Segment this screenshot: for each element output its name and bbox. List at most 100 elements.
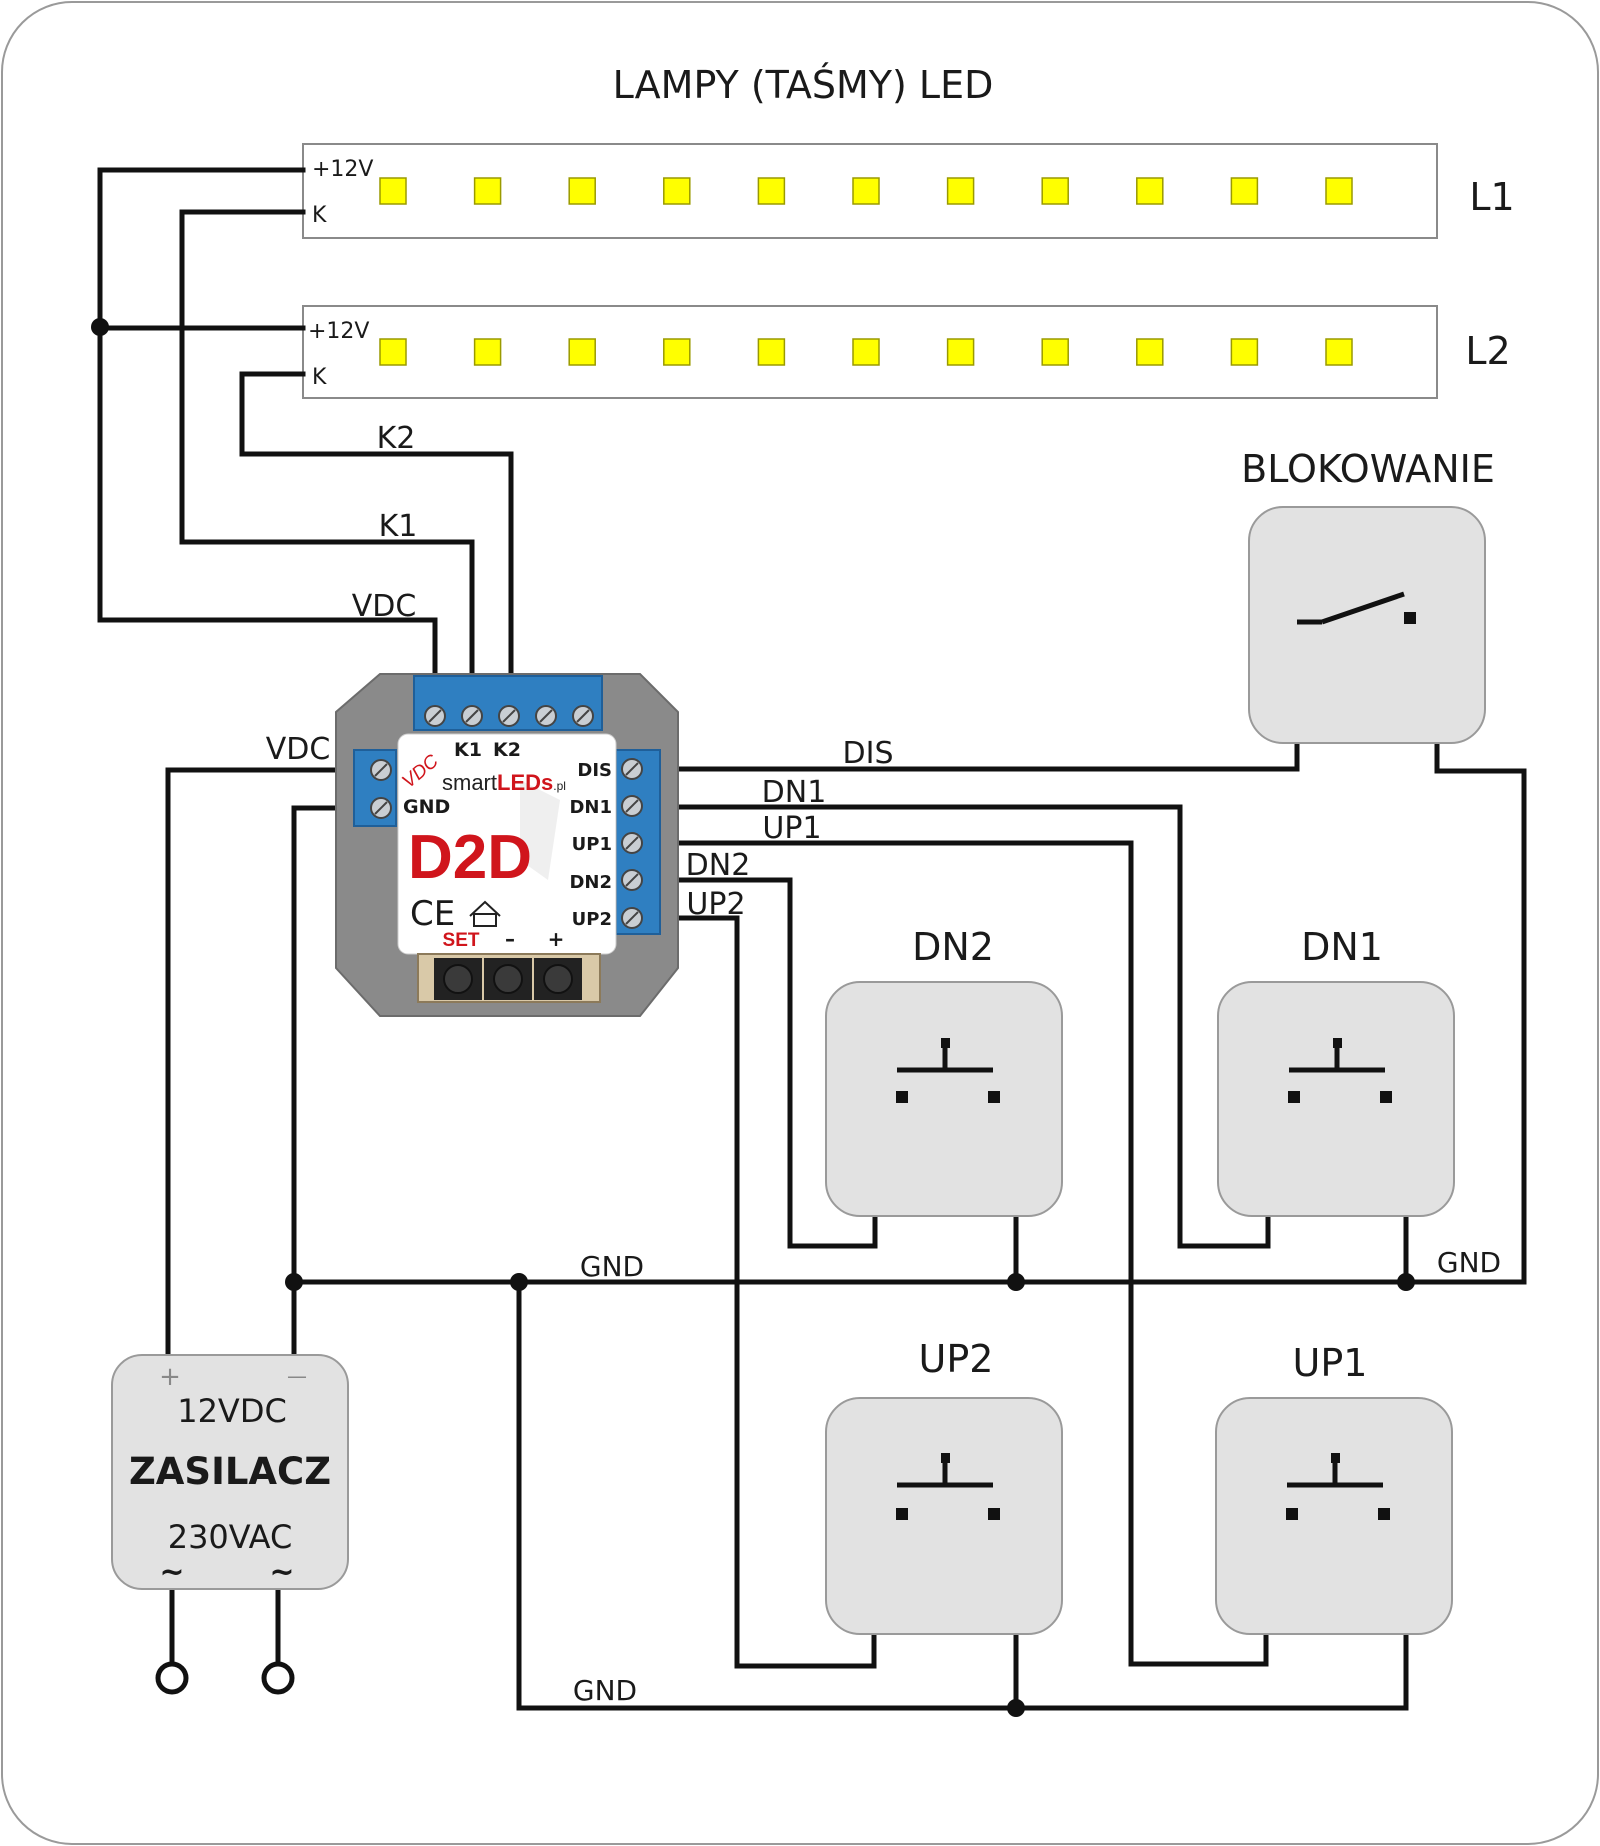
label-gnd-bottom: GND — [573, 1674, 637, 1707]
strip-l2-led — [568, 338, 596, 366]
controller-k2-label: K2 — [493, 739, 521, 761]
strip-l2-led — [1136, 338, 1164, 366]
button-up2-label: UP2 — [919, 1337, 994, 1381]
led-strip-l2: +12V K L2 — [302, 305, 1511, 399]
strip-l1-led — [946, 177, 975, 205]
psu-minus: — — [287, 1364, 307, 1388]
terminal-screw-slot — [374, 801, 388, 815]
label-dn2: DN2 — [686, 848, 751, 883]
switch-lever — [1321, 591, 1405, 625]
controller-minus-label: – — [505, 927, 515, 951]
strip-l1-led — [379, 177, 407, 205]
terminal-screw-slot — [374, 763, 388, 777]
wire-k1 — [179, 209, 475, 701]
label-gnd-mid: GND — [580, 1250, 644, 1283]
button-dn2: DN2 — [825, 925, 1063, 1217]
strip-l1-plus-label: +12V — [312, 157, 373, 182]
strip-l1-led — [1136, 177, 1164, 205]
controller-ce-mark: CE — [410, 894, 455, 934]
junction-gnd-bottom — [1007, 1699, 1025, 1717]
strip-l1-led — [1041, 177, 1069, 205]
label-dis: DIS — [843, 736, 894, 771]
terminal-screw-slot — [428, 709, 442, 723]
button-dn1: DN1 — [1217, 925, 1455, 1217]
strip-l1-led — [757, 177, 786, 205]
terminal-screw-slot — [625, 911, 639, 925]
controller-gnd-label: GND — [403, 796, 450, 818]
blocking-title: BLOKOWANIE — [1241, 447, 1495, 491]
diagram-title: LAMPY (TAŚMY) LED — [613, 63, 994, 107]
psu-plus: + — [159, 1362, 181, 1392]
plus-button[interactable] — [534, 958, 582, 1000]
label-up2: UP2 — [686, 887, 745, 922]
strip-l2-led — [1041, 338, 1069, 366]
junction-gnd-dn2 — [1007, 1273, 1025, 1291]
strip-l1-led — [663, 177, 691, 205]
button-up2: UP2 — [825, 1337, 1063, 1635]
label-vdc-left: VDC — [266, 732, 331, 767]
controller-brand: smartLEDs.pl — [442, 770, 566, 795]
ac-terminal-1 — [155, 1661, 189, 1695]
button-dn2-label: DN2 — [912, 925, 994, 969]
strip-l2-led — [1325, 338, 1353, 366]
label-gnd-right: GND — [1437, 1246, 1501, 1279]
strip-l2-led — [852, 338, 880, 366]
strip-l2-led — [663, 338, 691, 366]
controller-plus-label: + — [548, 927, 565, 951]
wire-vdc-strips — [97, 167, 438, 701]
strip-l1-led — [568, 177, 596, 205]
controller-dis-label: DIS — [577, 760, 612, 781]
controller-model: D2D — [408, 823, 532, 892]
psu-ac2: ~ — [269, 1555, 294, 1590]
strip-l2-led — [946, 338, 975, 366]
led-strip-l1: +12V K L1 — [302, 143, 1515, 239]
strip-l2-led — [379, 338, 407, 366]
psu-name: ZASILACZ — [129, 1450, 331, 1493]
set-button[interactable] — [434, 958, 482, 1000]
controller-dn1-label: DN1 — [569, 797, 612, 818]
strip-l1-led — [1325, 177, 1353, 205]
strip-l1-leds — [379, 177, 1353, 205]
terminal-screw-slot — [625, 762, 639, 776]
psu-panel — [111, 1354, 349, 1590]
terminal-screws — [370, 705, 643, 929]
power-supply: + — 12VDC ZASILACZ 230VAC ~ ~ — [111, 1354, 349, 1590]
junction-plus12v — [91, 318, 109, 336]
strip-l2-name: L2 — [1465, 329, 1510, 373]
psu-voltage-out: 12VDC — [177, 1392, 287, 1430]
strip-l2-leds — [379, 338, 1353, 366]
strip-l1-k-label: K — [312, 203, 327, 228]
psu-ac1: ~ — [159, 1555, 184, 1590]
button-dn1-label: DN1 — [1301, 925, 1383, 969]
junction-gnd-dn1 — [1397, 1273, 1415, 1291]
controller-d2d: VDC K1 K2 GND smartLEDs.pl DIS DN1 UP1 D… — [335, 673, 679, 1017]
strip-l2-led — [1230, 338, 1259, 366]
junction-gnd-psu — [285, 1273, 303, 1291]
controller-k1-label: K1 — [454, 739, 482, 761]
strip-l2-k-label: K — [312, 365, 327, 390]
button-up1-label: UP1 — [1293, 1341, 1368, 1385]
blocking-panel — [1248, 506, 1486, 744]
strip-l1-name: L1 — [1469, 175, 1514, 219]
button-up1: UP1 — [1215, 1341, 1453, 1635]
terminal-screw-slot — [502, 709, 516, 723]
wire-k2 — [239, 371, 514, 701]
strip-l1-led — [852, 177, 880, 205]
strip-l1-led — [1230, 177, 1259, 205]
minus-button[interactable] — [484, 958, 532, 1000]
strip-l2-led — [473, 338, 502, 366]
terminal-screw-slot — [625, 836, 639, 850]
controller-dn2-label: DN2 — [569, 872, 612, 893]
strip-l2-led — [757, 338, 786, 366]
label-dn1: DN1 — [762, 775, 827, 810]
terminal-screw-slot — [576, 709, 590, 723]
label-k1: K1 — [379, 509, 418, 544]
wire-vdc-psu — [165, 767, 363, 1359]
strip-l2-plus-label: +12V — [308, 319, 369, 344]
home-icon — [469, 900, 501, 927]
label-k2: K2 — [377, 421, 416, 456]
psu-voltage-in: 230VAC — [168, 1518, 293, 1556]
terminal-screw-slot — [539, 709, 553, 723]
terminal-block-top — [413, 675, 603, 731]
